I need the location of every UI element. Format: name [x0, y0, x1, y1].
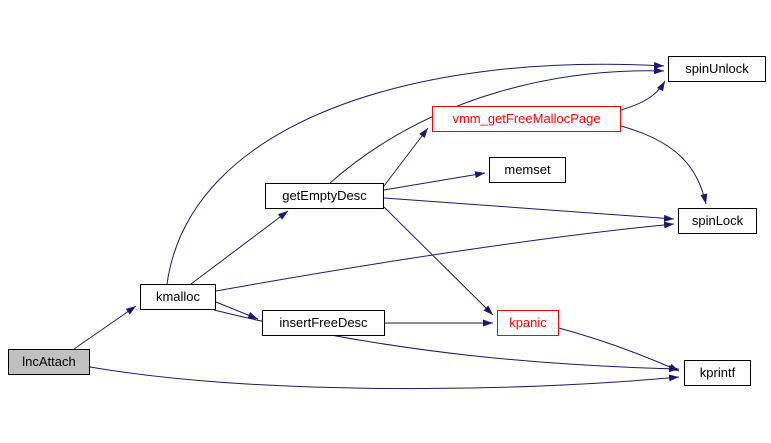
node-memset-label: memset — [504, 162, 551, 177]
node-spinLock[interactable]: spinLock — [678, 208, 757, 234]
edge-vmm_getFreeMallocPage-to-spinLock — [620, 125, 708, 205]
edge-vmm_getFreeMallocPage-to-spinUnlock — [620, 80, 666, 111]
edge-kmalloc-to-spinLock — [215, 221, 675, 292]
edge-lncAttach-to-kprintf — [89, 366, 680, 390]
node-spinUnlock[interactable]: spinUnlock — [668, 56, 766, 82]
edge-kpanic-to-kprintf — [558, 327, 680, 372]
node-vmm_getFreeMallocPage-label: vmm_getFreeMallocPage — [452, 111, 601, 126]
node-getEmptyDesc[interactable]: getEmptyDesc — [265, 183, 384, 209]
edge-getEmptyDesc-to-memset — [383, 171, 486, 191]
node-lncAttach: lncAttach — [8, 349, 90, 375]
edge-kmalloc-to-getEmptyDesc — [190, 210, 289, 285]
node-vmm_getFreeMallocPage[interactable]: vmm_getFreeMallocPage — [432, 106, 621, 132]
edge-kmalloc-to-insertFreeDesc — [215, 301, 259, 320]
node-kmalloc-label: kmalloc — [155, 289, 201, 304]
node-spinUnlock-label: spinUnlock — [685, 61, 749, 76]
edge-kmalloc-to-spinUnlock — [166, 61, 665, 285]
node-kprintf[interactable]: kprintf — [684, 360, 751, 386]
node-kmalloc[interactable]: kmalloc — [140, 284, 216, 310]
edge-getEmptyDesc-to-vmm_getFreeMallocPage — [383, 127, 429, 187]
node-getEmptyDesc-label: getEmptyDesc — [282, 188, 367, 203]
edge-getEmptyDesc-to-spinLock — [383, 197, 675, 222]
node-kpanic-label: kpanic — [509, 315, 547, 330]
node-spinLock-label: spinLock — [691, 213, 744, 228]
node-memset[interactable]: memset — [489, 157, 566, 183]
node-lncAttach-label: lncAttach — [22, 354, 76, 369]
edge-getEmptyDesc-to-kpanic — [383, 206, 494, 316]
node-kprintf-label: kprintf — [699, 365, 736, 380]
node-insertFreeDesc[interactable]: insertFreeDesc — [262, 310, 385, 336]
node-kpanic[interactable]: kpanic — [497, 310, 559, 336]
node-insertFreeDesc-label: insertFreeDesc — [279, 315, 368, 330]
edge-lncAttach-to-kmalloc — [73, 305, 137, 350]
